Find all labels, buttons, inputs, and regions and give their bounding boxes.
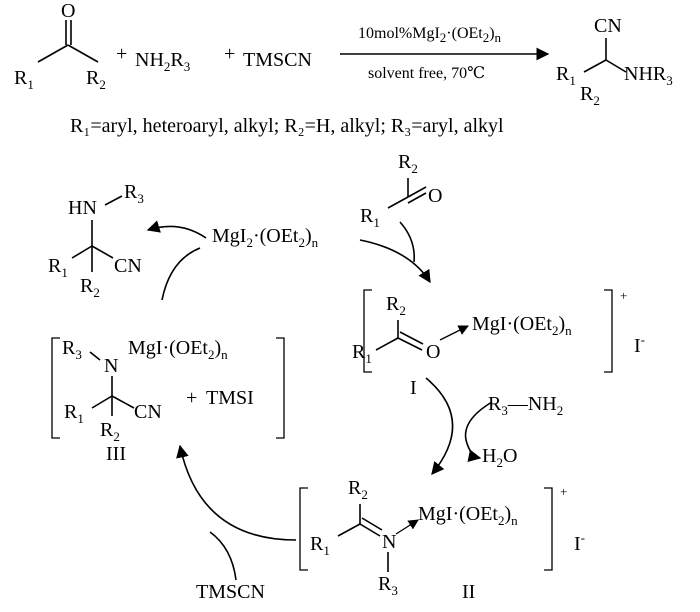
atom-n: N [382, 531, 396, 553]
r1-label: R1 [556, 63, 576, 88]
mg-complex-label: MgI·(OEt2)n [472, 313, 572, 338]
r1-label: R1 [14, 67, 34, 92]
cycle-arrow-product-release [146, 220, 207, 239]
catalyst-mgi2: MgI2·(OEt2)n [212, 225, 319, 250]
counterion: I- [574, 530, 585, 555]
r1-label: R1 [352, 341, 372, 366]
plus-sign: + [186, 387, 197, 409]
cycle-arrow-to-II [425, 377, 454, 475]
intermediate-i: R2 R1 O MgI·(OEt2)n + I- I [352, 288, 645, 399]
r2-label: R2 [80, 275, 100, 300]
r3-label: R3 [378, 573, 398, 598]
plus-sign: + [116, 43, 127, 65]
tmscn-reagent: TMSCN [243, 49, 312, 71]
cycle-product: HN R3 R1 CN R2 [48, 181, 144, 300]
r3-label: R3 [124, 181, 144, 206]
cycle-arrow-bottom-segment [161, 247, 201, 301]
tmsi-byproduct: TMSI [206, 387, 254, 409]
amine-water-exchange-arrow [464, 401, 493, 463]
product-aminonitrile: CN R1 R2 NHR3 [556, 15, 673, 108]
hn-label: HN [68, 197, 97, 219]
mg-complex-label: MgI·(OEt2)n [128, 337, 228, 362]
intermediate-label: I [410, 377, 417, 399]
r2-label: R2 [100, 419, 120, 444]
condition-solvent: solvent free, 70℃ [368, 65, 485, 82]
intermediate-label: III [106, 443, 126, 465]
tmscn-in: TMSCN [196, 581, 265, 603]
charge-plus: + [560, 484, 567, 499]
intermediate-label: II [462, 581, 475, 603]
substrate-join-arrow [399, 221, 416, 263]
substituent-scope: R₁=aryl, heteroaryl, alkyl; R₂=H, alkyl;… [70, 115, 504, 137]
reactant-carbonyl: O R1 R2 [14, 0, 106, 92]
coordination-arrow [395, 519, 419, 535]
charge-plus: + [620, 288, 627, 303]
intermediate-ii: R2 R1 N R3 MgI·(OEt2)n + I- II [299, 477, 585, 603]
mg-complex-label: MgI·(OEt2)n [418, 503, 518, 528]
intermediate-iii: R3 N MgI·(OEt2)n R1 CN R2 + TMSI III [51, 337, 285, 465]
cycle-arrow-to-III [176, 444, 297, 541]
condition-catalyst: 10mol%MgI2·(OEt2)n [358, 25, 502, 45]
r1-label: R1 [310, 533, 330, 558]
atom-n: N [104, 355, 118, 377]
nhr3-label: NHR3 [624, 63, 673, 88]
atom-o: O [428, 185, 442, 207]
cn-label: CN [134, 401, 162, 423]
r2-label: R2 [386, 293, 406, 318]
r2-label: R2 [86, 67, 106, 92]
atom-o: O [61, 0, 75, 22]
atom-o: O [426, 341, 440, 363]
cycle-substrate: R2 O R1 [360, 151, 442, 230]
r1-label: R1 [48, 255, 68, 280]
cycle-arrow-to-I [359, 239, 431, 284]
tmscn-join-arrow [209, 531, 237, 581]
cn-label: CN [594, 15, 622, 37]
plus-sign: + [224, 43, 235, 65]
amine-reagent: NH2R3 [135, 49, 190, 74]
r2-label: R2 [348, 477, 368, 502]
coordination-arrow [439, 325, 469, 341]
water-out: H2O [482, 445, 517, 470]
counterion: I- [634, 332, 645, 357]
r1-label: R1 [64, 401, 84, 426]
r2-label: R2 [580, 83, 600, 108]
r3-label: R3 [62, 337, 82, 362]
cn-label: CN [114, 255, 142, 277]
r2-label: R2 [398, 151, 418, 176]
amine-in: R3—NH2 [488, 393, 563, 418]
r1-label: R1 [360, 205, 380, 230]
